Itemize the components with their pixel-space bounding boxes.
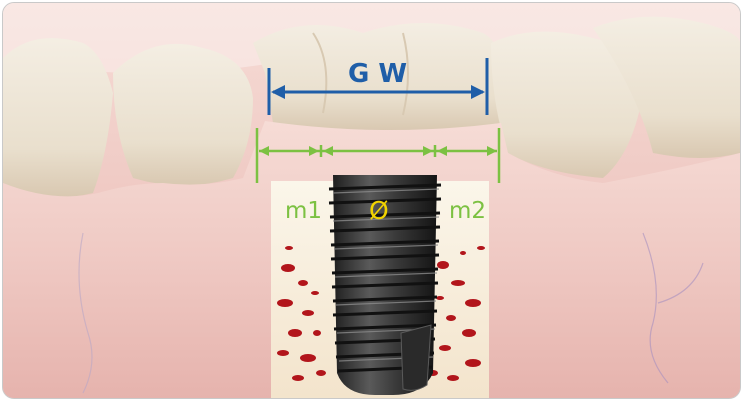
gap-width-label: G W bbox=[348, 61, 407, 87]
margin-right-label: m2 bbox=[449, 200, 486, 223]
margin-left-label: m1 bbox=[285, 200, 322, 223]
diameter-label: Ø bbox=[369, 198, 389, 223]
tooth-icon bbox=[491, 17, 740, 178]
